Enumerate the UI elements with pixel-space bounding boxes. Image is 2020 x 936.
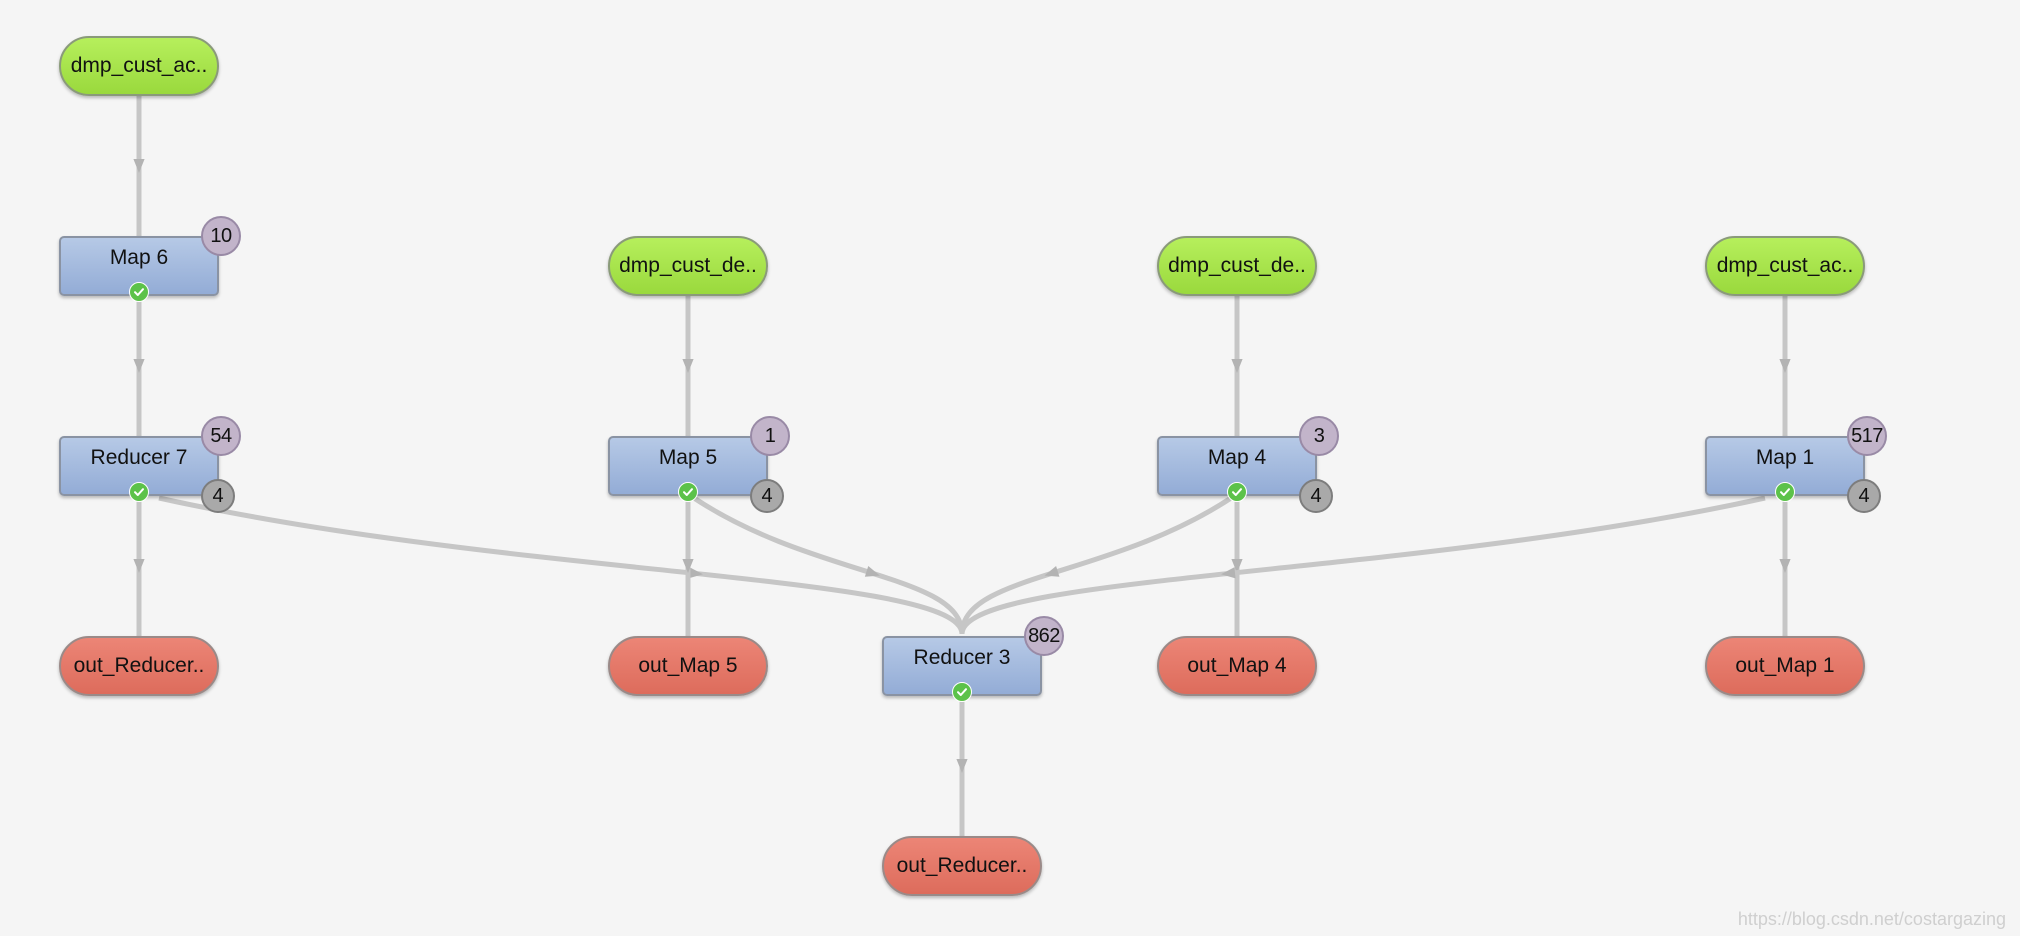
edge-arrow-6 <box>864 566 880 577</box>
edge-map5-to-red3 <box>692 495 965 635</box>
node-label: Reducer 3 <box>913 646 1011 669</box>
output-node-out-map4[interactable]: out_Map 4 <box>1157 636 1317 696</box>
edge-arrow-13 <box>956 759 968 773</box>
task-count-badge[interactable]: 3 <box>1299 416 1339 456</box>
edge-arrow-1 <box>133 359 145 373</box>
output-count-badge[interactable]: 4 <box>750 479 784 513</box>
node-label: Map 5 <box>658 446 718 469</box>
node-label: dmp_cust_ac.. <box>1716 254 1854 277</box>
vertex-node-red3[interactable]: Reducer 3 862 <box>882 616 1064 702</box>
node-label: out_Map 5 <box>638 654 738 677</box>
check-circle-icon <box>129 282 149 302</box>
node-label: Reducer 7 <box>90 446 188 469</box>
node-label: dmp_cust_ac.. <box>70 54 208 77</box>
vertex-node-map4[interactable]: Map 4 3 4 <box>1157 416 1339 513</box>
edge-arrow-4 <box>682 359 694 373</box>
edge-arrow-12 <box>1221 567 1236 579</box>
node-label: Map 1 <box>1755 446 1815 469</box>
edge-arrow-7 <box>1231 359 1243 373</box>
node-label: out_Map 4 <box>1187 654 1287 677</box>
output-count-badge[interactable]: 4 <box>201 479 235 513</box>
output-count-badge[interactable]: 4 <box>1847 479 1881 513</box>
edge-arrow-10 <box>1779 359 1791 373</box>
edge-arrow-0 <box>133 159 145 173</box>
node-label: dmp_cust_de.. <box>619 254 757 277</box>
vertex-node-map6[interactable]: Map 6 10 <box>59 216 241 302</box>
edge-map4-to-red3 <box>959 495 1233 635</box>
node-label: dmp_cust_de.. <box>1168 254 1306 277</box>
edge-arrow-8 <box>1231 559 1243 573</box>
input-node-in-d[interactable]: dmp_cust_ac.. <box>1705 236 1865 296</box>
input-node-in-a[interactable]: dmp_cust_ac.. <box>59 36 219 96</box>
edge-arrow-3 <box>688 567 703 579</box>
task-count-badge[interactable]: 10 <box>201 216 241 256</box>
vertex-node-map5[interactable]: Map 5 1 4 <box>608 416 790 513</box>
node-label: Map 6 <box>109 246 169 269</box>
output-node-out-red3[interactable]: out_Reducer.. <box>882 836 1042 896</box>
check-circle-icon <box>1775 482 1795 502</box>
input-node-in-c[interactable]: dmp_cust_de.. <box>1157 236 1317 296</box>
task-count-badge[interactable]: 517 <box>1847 416 1887 456</box>
check-circle-icon <box>952 682 972 702</box>
node-label: out_Reducer.. <box>896 854 1028 877</box>
node-label: out_Reducer.. <box>73 654 205 677</box>
edge-arrow-2 <box>133 559 145 573</box>
output-node-out-map1[interactable]: out_Map 1 <box>1705 636 1865 696</box>
task-count-badge[interactable]: 54 <box>201 416 241 456</box>
node-label: out_Map 1 <box>1735 654 1835 677</box>
output-count-badge[interactable]: 4 <box>1299 479 1333 513</box>
edge-arrow-9 <box>1044 566 1060 577</box>
edge-arrow-5 <box>682 559 694 573</box>
task-count-badge[interactable]: 1 <box>750 416 790 456</box>
task-count-badge[interactable]: 862 <box>1024 616 1064 656</box>
node-label: Map 4 <box>1207 446 1267 469</box>
edge-arrow-11 <box>1779 559 1791 573</box>
watermark: https://blog.csdn.net/costargazing <box>1737 909 2006 929</box>
check-circle-icon <box>678 482 698 502</box>
input-node-in-b[interactable]: dmp_cust_de.. <box>608 236 768 296</box>
check-circle-icon <box>129 482 149 502</box>
check-circle-icon <box>1227 482 1247 502</box>
output-node-out-red7[interactable]: out_Reducer.. <box>59 636 219 696</box>
vertex-node-red7[interactable]: Reducer 7 54 4 <box>59 416 241 513</box>
vertex-node-map1[interactable]: Map 1 517 4 <box>1705 416 1887 513</box>
output-node-out-map5[interactable]: out_Map 5 <box>608 636 768 696</box>
